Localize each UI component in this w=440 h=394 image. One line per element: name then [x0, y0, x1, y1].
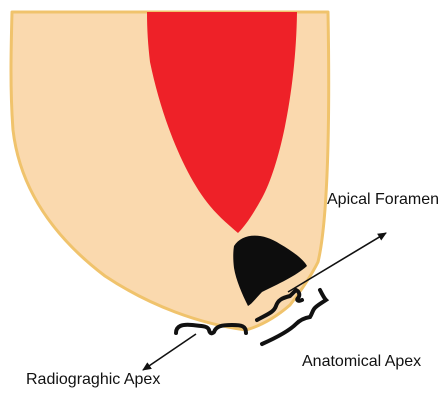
- apical-foramen-label: Apical Foramen: [327, 191, 439, 208]
- radiographic-apex-arrow: [143, 334, 196, 370]
- radiographic-apex-label: Radiograghic Apex: [26, 371, 160, 388]
- anatomical-apex-label: Anatomical Apex: [302, 353, 421, 370]
